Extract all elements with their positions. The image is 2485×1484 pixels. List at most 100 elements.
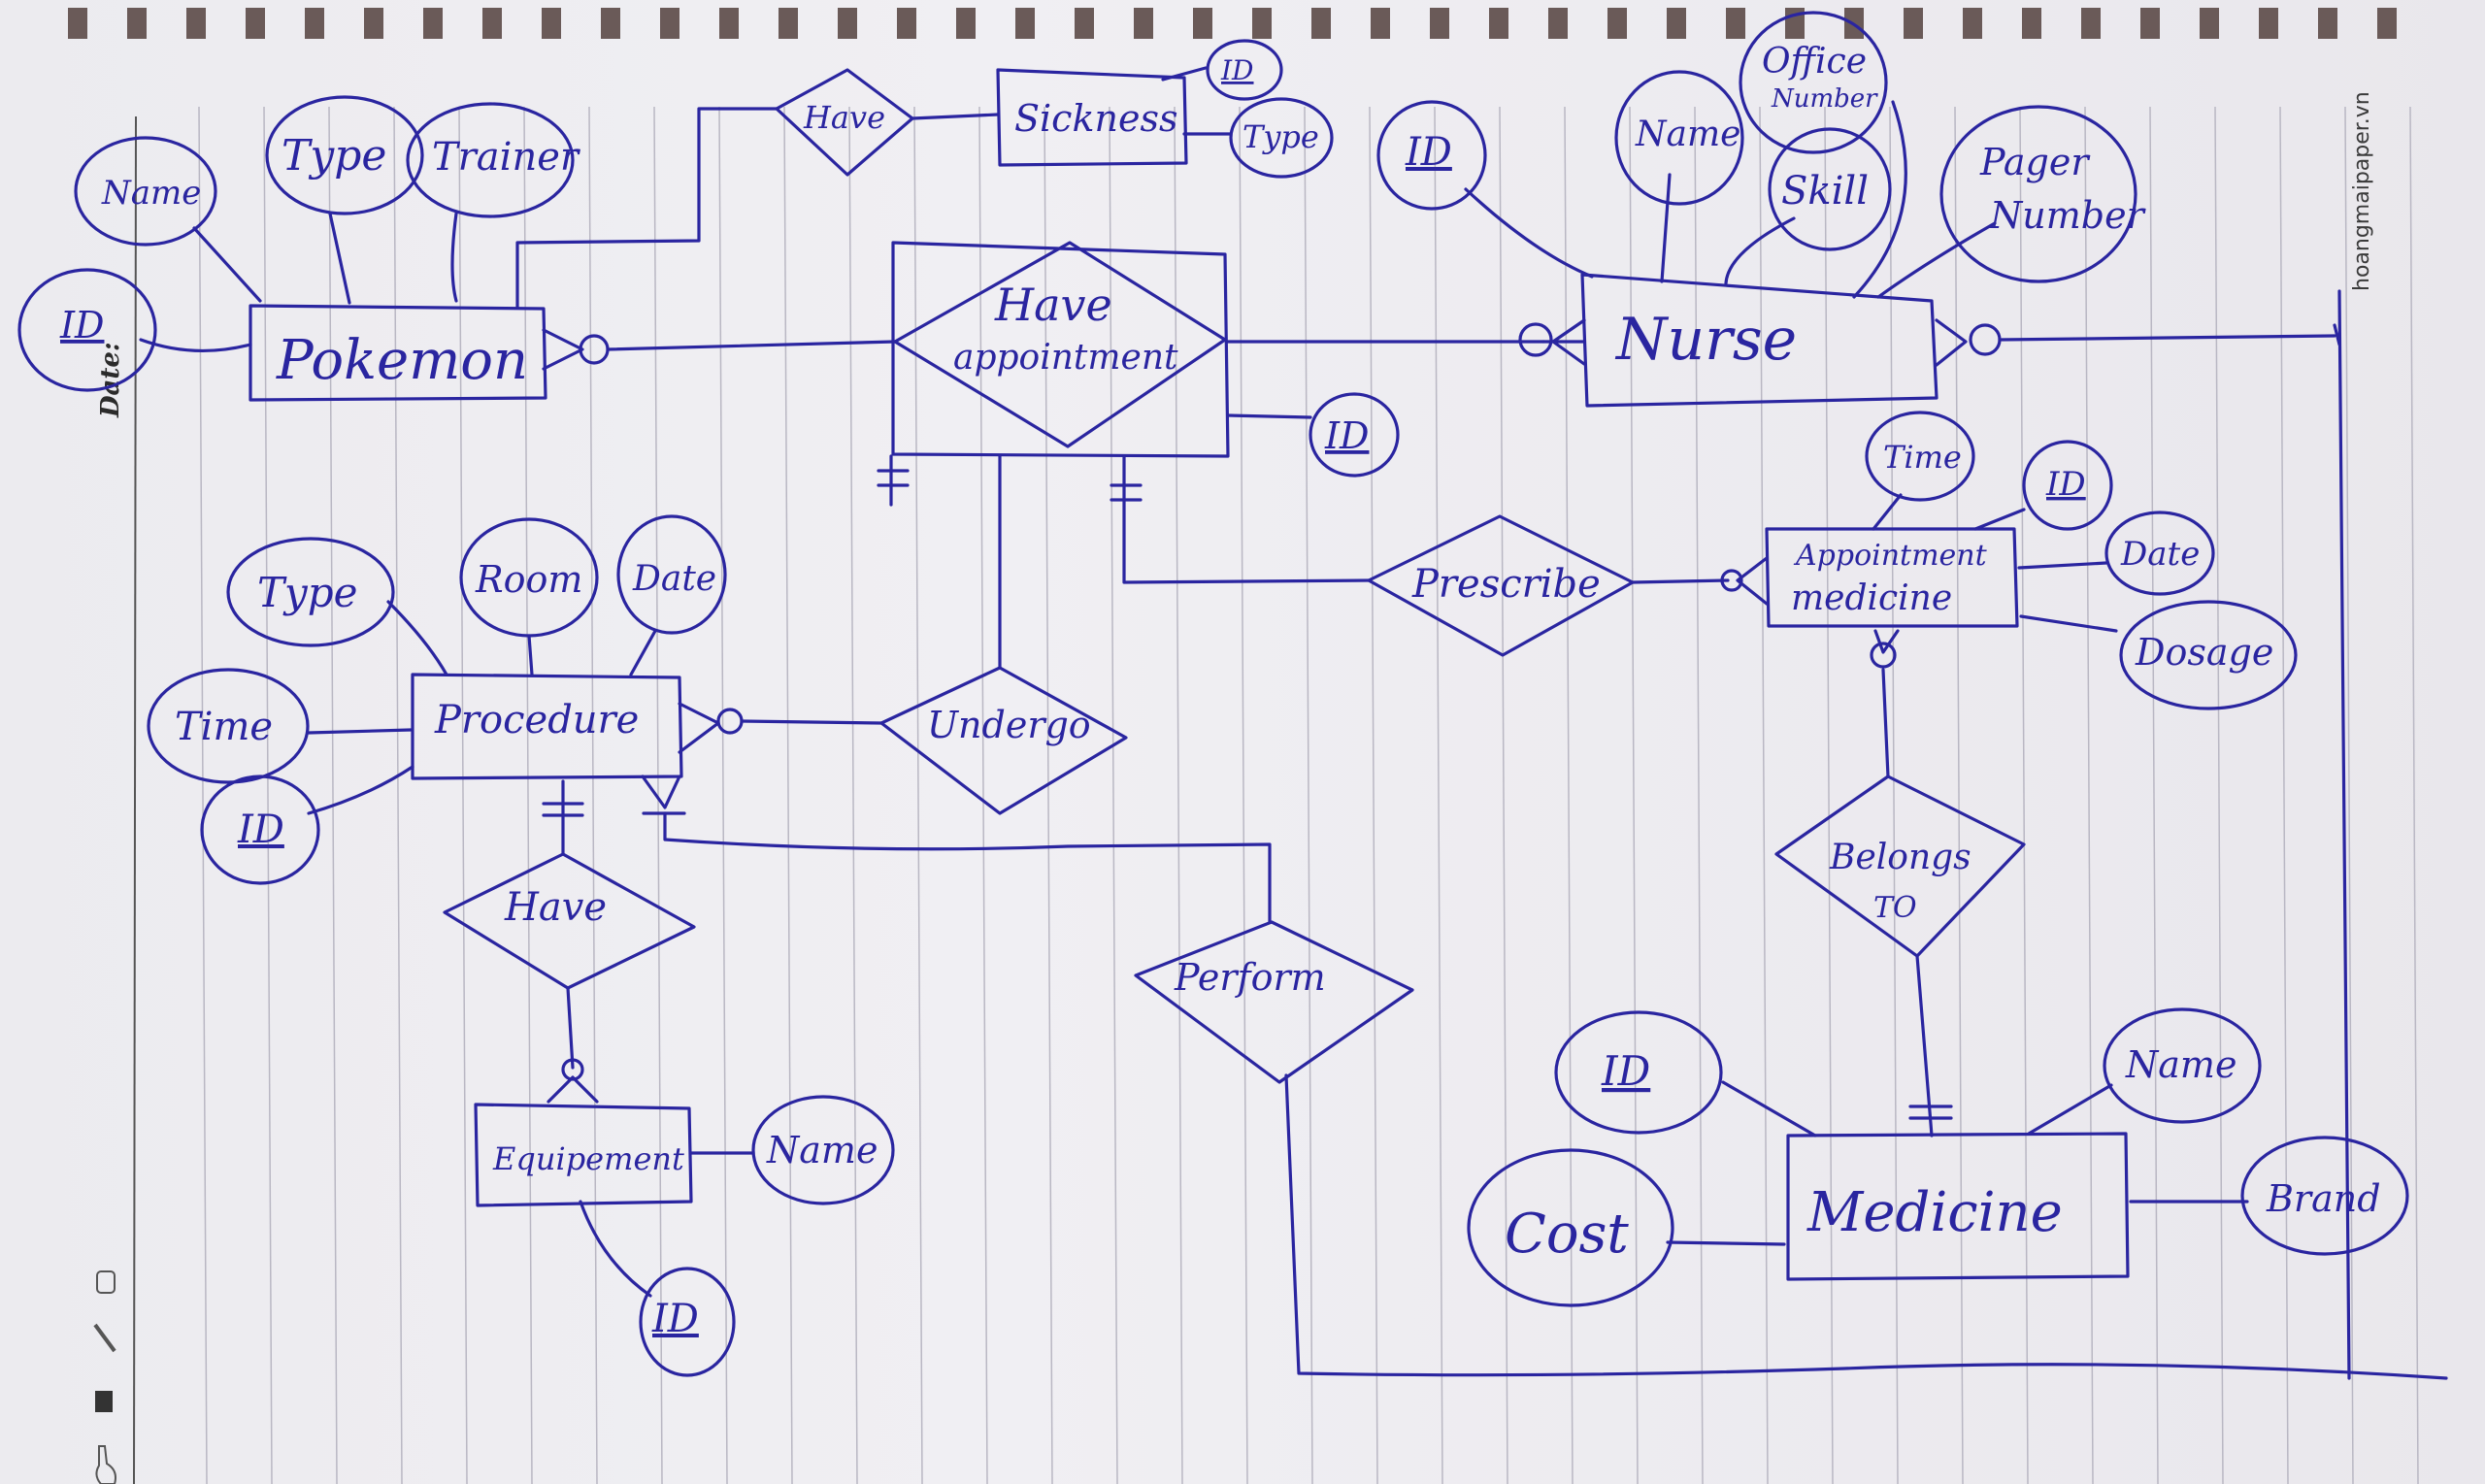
label-rel-undergo: Undergo	[927, 704, 1091, 746]
attr-pokemon-id[interactable]	[17, 268, 157, 392]
binding-holes	[68, 8, 2397, 39]
label-procedure-id: ID	[237, 808, 284, 852]
ruling-line	[1824, 106, 1834, 1484]
label-medicine-name: Name	[2125, 1043, 2236, 1086]
label-pokemon-id: ID	[59, 304, 104, 346]
entity-nurse[interactable]	[1580, 273, 1938, 408]
attr-medicine-brand[interactable]	[2240, 1136, 2409, 1256]
ruling-line	[1434, 106, 1443, 1484]
label-pokemon-type: Type	[282, 131, 386, 181]
ruling-line	[1889, 106, 1899, 1484]
binding-hole	[364, 8, 383, 39]
binding-hole	[1667, 8, 1686, 39]
binding-hole	[2259, 8, 2278, 39]
ruling-line	[1044, 106, 1053, 1484]
binding-hole	[305, 8, 324, 39]
ruling-line	[1304, 106, 1313, 1484]
attr-medicine-name[interactable]	[2103, 1007, 2262, 1124]
ruling-line	[458, 106, 468, 1484]
ruling-line	[1239, 106, 1248, 1484]
attr-nurse-pager-number[interactable]	[1939, 105, 2137, 283]
attr-procedure-type[interactable]	[226, 537, 395, 647]
label-appt-med-1: Appointment	[1793, 539, 1988, 573]
attr-procedure-date[interactable]	[616, 514, 727, 635]
label-apptmed-time: Time	[1883, 439, 1962, 476]
label-have-appt-2: appointment	[953, 338, 1178, 378]
binding-hole	[1311, 8, 1331, 39]
attr-equipment-id[interactable]	[639, 1267, 736, 1377]
attr-pokemon-type[interactable]	[265, 95, 424, 215]
label-medicine-brand: Brand	[2266, 1177, 2381, 1220]
label-procedure-date: Date	[632, 559, 716, 599]
label-apptmed-dosage: Dosage	[2135, 631, 2273, 674]
binding-hole	[2140, 8, 2160, 39]
attr-apptmed-id[interactable]	[2022, 440, 2113, 531]
binding-hole	[2318, 8, 2337, 39]
attr-medicine-cost[interactable]	[1467, 1148, 1674, 1307]
ruling-line	[1694, 106, 1704, 1484]
attr-nurse-office-number[interactable]	[1739, 11, 1888, 154]
attr-procedure-time[interactable]	[147, 668, 310, 784]
attr-appointment-id[interactable]	[1309, 392, 1400, 478]
binding-hole	[2081, 8, 2101, 39]
ruling-line	[1564, 106, 1574, 1484]
ruling-line	[2214, 106, 2224, 1484]
binding-hole	[1489, 8, 1508, 39]
ruling-line	[1499, 106, 1508, 1484]
attr-apptmed-dosage[interactable]	[2119, 600, 2298, 710]
binding-hole	[1075, 8, 1094, 39]
entity-equipment[interactable]	[474, 1103, 693, 1207]
attr-pokemon-name[interactable]	[74, 136, 217, 247]
entity-medicine[interactable]	[1786, 1132, 2130, 1281]
binding-hole	[1015, 8, 1035, 39]
attr-nurse-name[interactable]	[1614, 70, 1744, 206]
attr-nurse-id[interactable]	[1376, 100, 1487, 211]
entity-sickness[interactable]	[996, 68, 1188, 167]
label-nurse-office-1: Office	[1762, 42, 1867, 82]
ruling-line	[198, 106, 208, 1484]
attr-pokemon-trainer[interactable]	[406, 102, 575, 218]
binding-hole	[482, 8, 502, 39]
relationship-have-equipment[interactable]	[443, 852, 696, 990]
label-sickness-type: Type	[1242, 118, 1319, 155]
label-apptmed-id: ID	[2045, 465, 2086, 504]
binding-hole	[897, 8, 916, 39]
entity-pokemon[interactable]	[248, 304, 547, 402]
pen-icon	[93, 1323, 116, 1353]
attr-sickness-type[interactable]	[1229, 97, 1334, 179]
relationship-belongs-to[interactable]	[1774, 775, 2026, 958]
ruling-line	[1174, 106, 1183, 1484]
relationship-perform[interactable]	[1134, 920, 1414, 1084]
attr-apptmed-time[interactable]	[1865, 411, 1975, 502]
ruling-line	[523, 106, 533, 1484]
binding-hole	[660, 8, 679, 39]
binding-hole	[779, 8, 798, 39]
binding-hole	[1430, 8, 1449, 39]
label-equipment-id: ID	[651, 1297, 699, 1341]
relationship-undergo[interactable]	[879, 666, 1128, 815]
binding-hole	[68, 8, 87, 39]
ruling-line	[2409, 106, 2419, 1484]
attr-procedure-id[interactable]	[200, 775, 320, 885]
attr-medicine-id[interactable]	[1554, 1010, 1723, 1135]
entity-appointment-medicine[interactable]	[1765, 527, 2019, 628]
attr-apptmed-date[interactable]	[2104, 511, 2215, 596]
ruling-line	[1369, 106, 1378, 1484]
attr-sickness-id[interactable]	[1206, 39, 1283, 101]
entity-procedure[interactable]	[411, 673, 683, 780]
label-equipment-name: Name	[766, 1129, 878, 1171]
ruling-line	[653, 106, 663, 1484]
ruling-line	[718, 106, 728, 1484]
label-pokemon-name: Name	[101, 174, 201, 213]
attr-nurse-skill[interactable]	[1768, 127, 1892, 251]
label-rel-perform: Perform	[1174, 956, 1326, 999]
binding-hole	[719, 8, 739, 39]
assoc-entity-have-appointment[interactable]	[891, 241, 1230, 458]
pointing-hand-icon	[95, 1445, 116, 1484]
attr-equipment-name[interactable]	[751, 1095, 895, 1205]
ruling-line	[2279, 106, 2289, 1484]
label-rel-have-equipment: Have	[504, 885, 607, 930]
binding-hole	[601, 8, 620, 39]
